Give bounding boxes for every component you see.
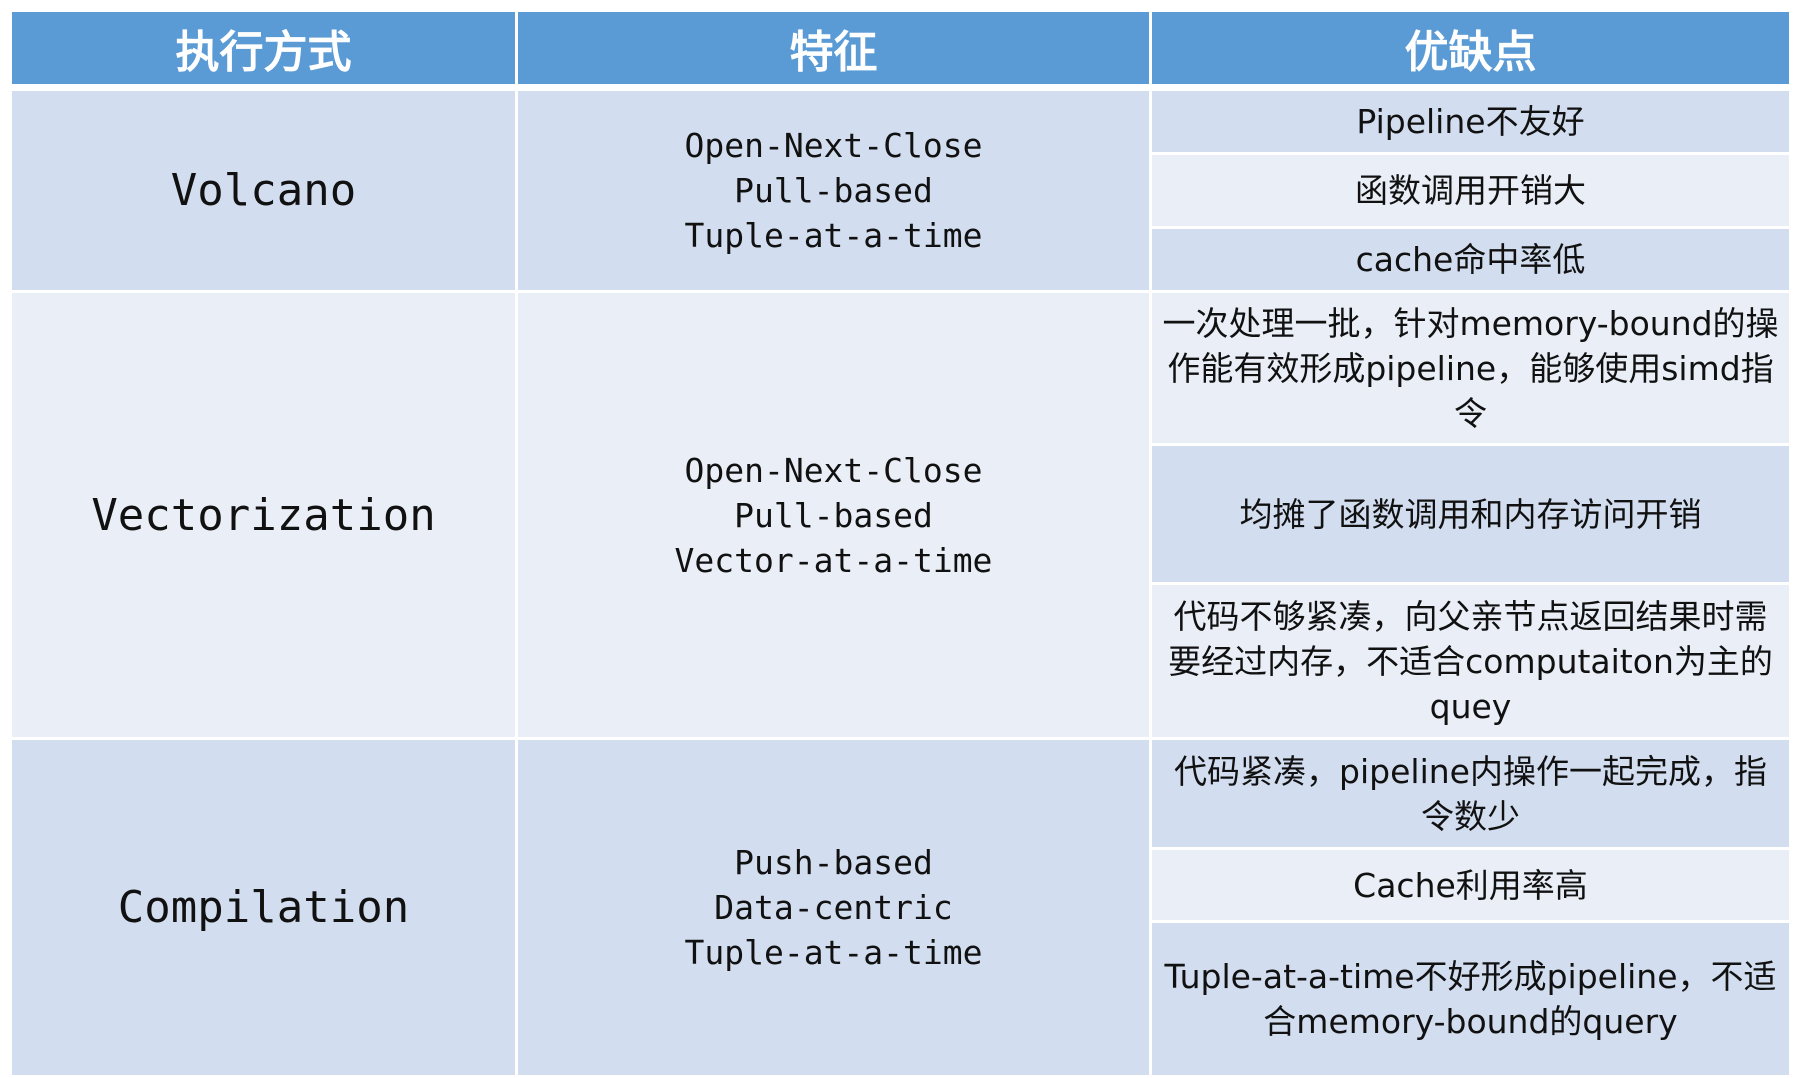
features-compilation: Push-based Data-centric Tuple-at-a-time	[515, 737, 1152, 1078]
feature-text: Pull-based	[734, 171, 933, 210]
pros-cons-cell: 均摊了函数调用和内存访问开销	[1149, 443, 1792, 585]
header-features: 特征	[515, 9, 1152, 91]
feature-text: Tuple-at-a-time	[684, 216, 983, 255]
table-row: Volcano Open-Next-Close Pull-based Tuple…	[9, 86, 1792, 293]
table-row: Tuple-at-a-time不好形成pipeline，不适合memory-bo…	[11, 920, 1792, 1078]
execution-mode-comparison-table: 执行方式 特征 优缺点 Volcano Open-Next-Close Pull…	[9, 9, 1792, 1078]
pros-cons-cell: 代码不够紧凑，向父亲节点返回结果时需要经过内存，不适合computaiton为主…	[1149, 582, 1792, 740]
pros-cons-cell: Cache利用率高	[1149, 847, 1792, 923]
pros-cons-cell: 代码紧凑，pipeline内操作一起完成，指令数少	[1149, 737, 1792, 850]
feature-text: Open-Next-Close	[684, 450, 983, 490]
pros-cons-cell: cache命中率低	[1149, 226, 1792, 293]
header-pros-cons: 优缺点	[1149, 9, 1792, 91]
mode-volcano: Volcano	[9, 86, 518, 293]
table-row: 代码不够紧凑，向父亲节点返回结果时需要经过内存，不适合computaiton为主…	[11, 582, 1792, 740]
feature-text: Vector-at-a-time	[674, 540, 993, 580]
table-row: Vectorization Open-Next-Close Pull-based…	[9, 290, 1792, 740]
feature-text: Push-based	[734, 843, 933, 882]
table-row: 函数调用开销大	[11, 152, 1792, 229]
feature-text: Tuple-at-a-time	[684, 933, 983, 972]
table-row: cache命中率低	[11, 226, 1792, 293]
pros-cons-cell: 函数调用开销大	[1149, 152, 1792, 229]
comparison-table-container: 执行方式 特征 优缺点 Volcano Open-Next-Close Pull…	[9, 9, 1792, 1078]
feature-text: Open-Next-Close	[684, 126, 983, 165]
features-vectorization: Open-Next-Close Pull-based Vector-at-a-t…	[515, 290, 1152, 740]
feature-text: Data-centric	[714, 888, 953, 927]
features-volcano: Open-Next-Close Pull-based Tuple-at-a-ti…	[515, 86, 1152, 293]
pros-cons-cell: 一次处理一批，针对memory-bound的操作能有效形成pipeline，能够…	[1149, 290, 1792, 446]
table-row: Cache利用率高	[11, 847, 1792, 923]
mode-vectorization: Vectorization	[9, 290, 518, 740]
header-row: 执行方式 特征 优缺点	[9, 9, 1792, 91]
mode-compilation: Compilation	[9, 737, 518, 1078]
pros-cons-cell: Pipeline不友好	[1149, 86, 1792, 155]
pros-cons-cell: Tuple-at-a-time不好形成pipeline，不适合memory-bo…	[1149, 920, 1792, 1078]
table-row: Compilation Push-based Data-centric Tupl…	[9, 737, 1792, 1078]
feature-text: Pull-based	[734, 495, 933, 535]
table-row: 均摊了函数调用和内存访问开销	[11, 443, 1792, 585]
header-mode: 执行方式	[9, 9, 518, 91]
